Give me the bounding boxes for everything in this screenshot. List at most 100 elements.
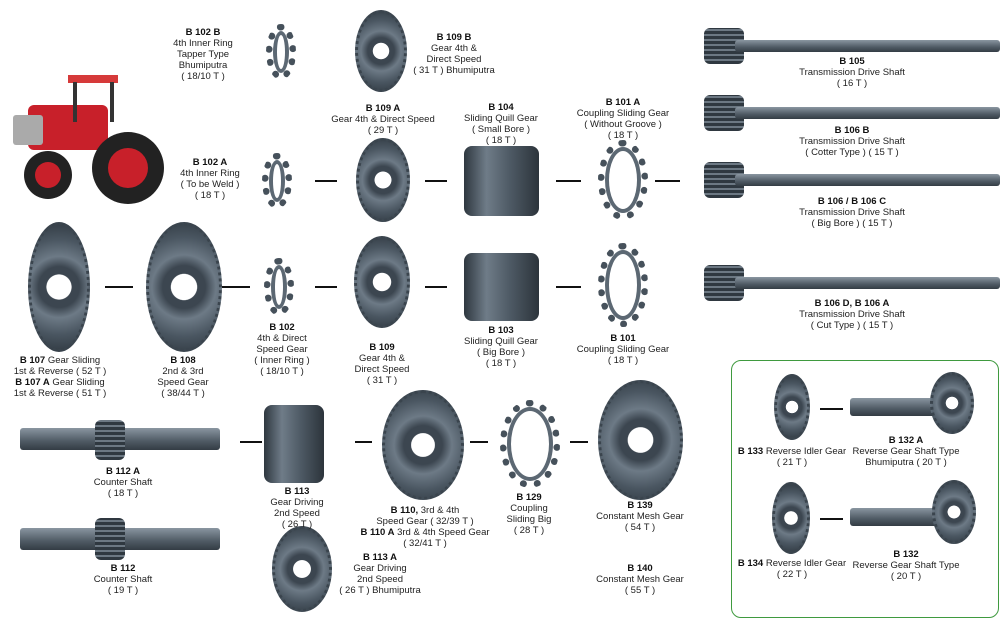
b103-gear-image [464, 253, 539, 321]
label-line: ( 18 T ) [485, 135, 517, 146]
b112a-shaft-spline [95, 420, 125, 460]
part-code: B 132 [893, 549, 919, 560]
label-line: ( 18/10 T ) [260, 366, 304, 377]
label-line: Constant Mesh Gear [596, 511, 684, 522]
connector-line [470, 441, 488, 443]
b113-gear-image [264, 405, 324, 483]
part-code: B 103 [488, 325, 514, 336]
label-line: Transmission Drive Shaft [799, 207, 905, 218]
label-line: ( 29 T ) [367, 125, 399, 136]
label-line: Coupling Sliding Gear [576, 344, 670, 355]
label-line: Speed Gear [157, 377, 209, 388]
label-line: Gear Sliding [52, 377, 105, 388]
label-line: ( 31 T ) Bhumiputra [413, 65, 495, 76]
label-line: Coupling [510, 503, 548, 514]
label-line: Gear Driving [270, 497, 324, 508]
b106b-shaft-image [735, 107, 1000, 119]
part-code: B 106 / B 106 C [817, 196, 887, 207]
label-line: ( 21 T ) [776, 457, 808, 468]
part-code: B 104 [488, 102, 514, 113]
part-code: B 102 A [192, 157, 228, 168]
part-code: B 109 B [436, 32, 472, 43]
b109-gear-image [354, 236, 410, 328]
connector-line [240, 441, 262, 443]
label-line: ( Cut Type ) ( 15 T ) [810, 320, 894, 331]
label-line: ( To be Weld ) [180, 179, 240, 190]
label-line: Constant Mesh Gear [596, 574, 684, 585]
connector-line [556, 286, 581, 288]
b132a-shaft-image [850, 398, 940, 416]
connector-line [425, 180, 447, 182]
label-line: 2nd Speed [274, 508, 320, 519]
label-line: Bhumiputra [178, 60, 228, 71]
b106d-shaft-image [735, 277, 1000, 289]
label-line: Counter Shaft [93, 574, 153, 585]
part-code: B 102 [269, 322, 295, 333]
label-line: 4th Inner Ring [173, 38, 233, 49]
label-line: ( 18 T ) [607, 130, 639, 141]
part-code: B 101 A [605, 97, 641, 108]
label-line: ( 20 T ) [890, 571, 922, 582]
b102-ring-image [264, 258, 294, 316]
label-line: ( 18 T ) [607, 355, 639, 366]
b133-gear-image [774, 374, 810, 440]
part-code: B 113 A [363, 552, 397, 563]
label-line: Gear Sliding [47, 355, 101, 366]
label-line: Reverse Idler Gear [765, 446, 847, 457]
label-b133: B 133 Reverse Idler Gear( 21 T ) [738, 446, 846, 468]
b132-shaft-image [850, 508, 940, 526]
part-code: B 129 [516, 492, 542, 503]
part-code: B 132 A [888, 435, 924, 446]
connector-line [820, 408, 843, 410]
label-line: 3rd & 4th Speed Gear [397, 527, 490, 538]
label-line: 3rd & 4th [420, 505, 460, 516]
part-code: B 108 [170, 355, 196, 366]
b105-shaft-image [735, 40, 1000, 52]
label-line: ( 26 T ) [281, 519, 313, 530]
label-line: Gear Driving [353, 563, 407, 574]
label-line: Transmission Drive Shaft [799, 309, 905, 320]
connector-line [820, 518, 843, 520]
b102a-ring-image [262, 153, 292, 209]
connector-line [355, 441, 372, 443]
label-line: 2nd & 3rd [162, 366, 204, 377]
label-line: Transmission Drive Shaft [799, 136, 905, 147]
label-line: Speed Gear ( 32/39 T ) [376, 516, 474, 527]
part-code: B 107 [19, 355, 46, 366]
label-line: ( 32/41 T ) [403, 538, 447, 549]
label-line: ( 31 T ) [366, 375, 398, 386]
part-code: B 101 [610, 333, 636, 344]
connector-line [315, 180, 337, 182]
label-line: Reverse Gear Shaft Type [852, 560, 960, 571]
label-line: Speed Gear [256, 344, 308, 355]
label-line: 4th Inner Ring [180, 168, 240, 179]
b110-gear-image [382, 390, 464, 500]
label-line: ( 55 T ) [624, 585, 656, 596]
connector-line [315, 286, 337, 288]
label-line: ( 16 T ) [836, 78, 868, 89]
label-line: 4th & Direct [257, 333, 307, 344]
b109b-gear-image [355, 10, 407, 92]
label-line: ( 19 T ) [107, 585, 139, 596]
label-line: Gear 4th & [359, 353, 405, 364]
label-line: Gear 4th & Direct Speed [331, 114, 435, 125]
label-line: ( 26 T ) Bhumiputra [339, 585, 421, 596]
label-line: 1st & Reverse ( 51 T ) [13, 388, 107, 399]
label-line: Counter Shaft [93, 477, 153, 488]
part-code: B 106 D, B 106 A [814, 298, 890, 309]
b139-gear-image [598, 380, 683, 500]
label-line: Transmission Drive Shaft [799, 67, 905, 78]
label-line: Coupling Sliding Gear [576, 108, 670, 119]
